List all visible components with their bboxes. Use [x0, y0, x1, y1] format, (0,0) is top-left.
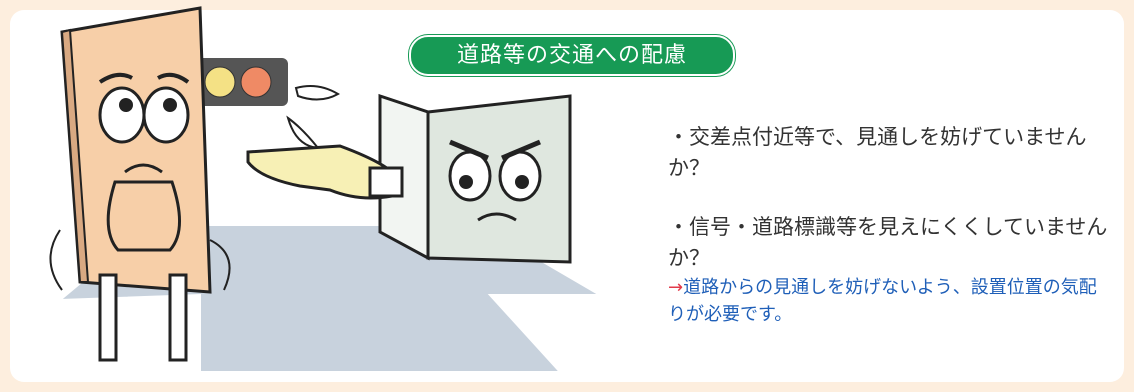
section-title: 道路等の交通への配慮 [409, 35, 735, 76]
traffic-light [196, 58, 288, 106]
sweat-drop [294, 85, 341, 101]
arrow-icon: → [668, 277, 684, 298]
sign-character [49, 6, 231, 362]
checklist-item-intersection: ・交差点付近等で、見通しを妨げていませんか？ [668, 125, 1087, 180]
checklist-item-signals: ・信号・道路標識等を見えにくくしていませんか？ [668, 215, 1108, 270]
sweat-drop [286, 115, 321, 150]
guidance-text: 道路からの見通しを妨げないよう、設置位置の気配りが必要です。 [668, 277, 1097, 325]
board-character [246, 93, 572, 264]
guidance-note: →道路からの見通しを妨げないよう、設置位置の気配りが必要です。 [668, 274, 1108, 328]
